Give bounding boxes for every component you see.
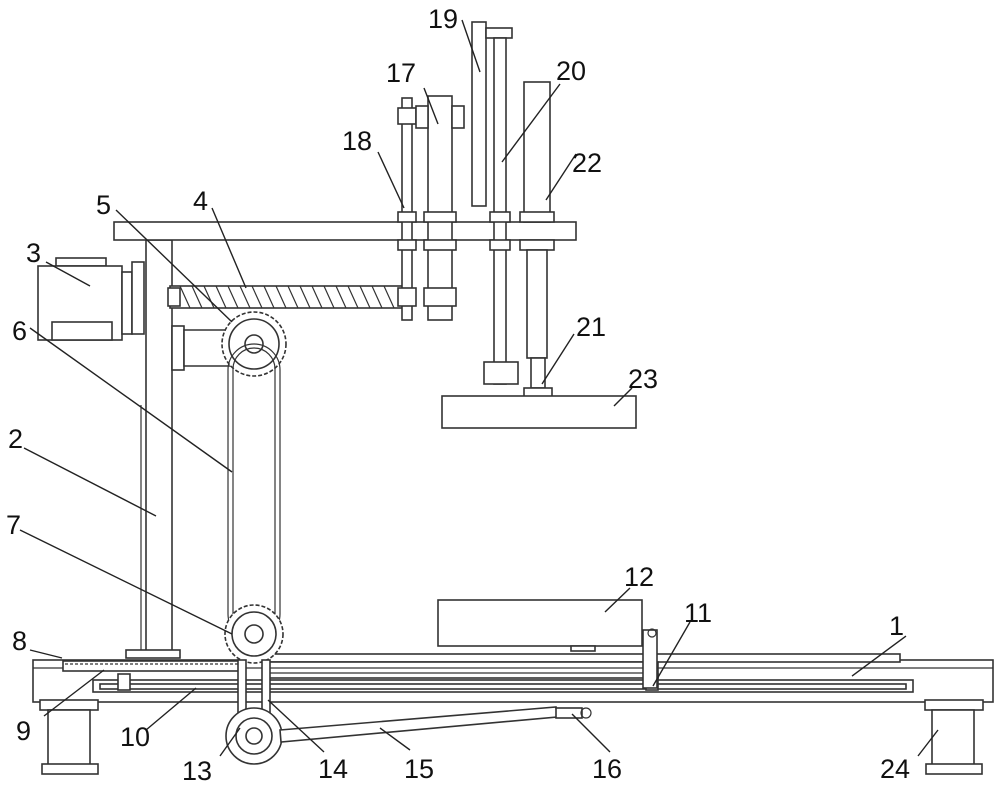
label-22: 22 bbox=[572, 148, 602, 178]
label-9: 9 bbox=[16, 716, 31, 746]
label-14: 14 bbox=[318, 754, 348, 784]
label-6: 6 bbox=[12, 316, 27, 346]
piston-rod-21 bbox=[523, 357, 553, 399]
label-11: 11 bbox=[684, 598, 712, 628]
support-leg-right bbox=[924, 699, 984, 775]
label-5: 5 bbox=[96, 190, 111, 220]
motor bbox=[37, 257, 145, 341]
spindle-shaft-17 bbox=[415, 95, 465, 321]
label-17: 17 bbox=[386, 58, 416, 88]
chain-belt bbox=[227, 343, 281, 641]
label-10: 10 bbox=[120, 722, 150, 752]
spindle-shaft-18 bbox=[397, 97, 417, 321]
label-15: 15 bbox=[404, 754, 434, 784]
label-23: 23 bbox=[628, 364, 658, 394]
label-2: 2 bbox=[8, 424, 23, 454]
label-13: 13 bbox=[182, 756, 212, 786]
cutter-disc-19 bbox=[471, 21, 513, 207]
label-4: 4 bbox=[193, 186, 208, 216]
label-18: 18 bbox=[342, 126, 372, 156]
label-1: 1 bbox=[889, 611, 904, 641]
label-20: 20 bbox=[556, 56, 586, 86]
label-7: 7 bbox=[6, 510, 21, 540]
rack-and-slide bbox=[62, 660, 914, 693]
support-leg-left bbox=[39, 699, 99, 775]
label-19: 19 bbox=[428, 4, 458, 34]
drive-wheel bbox=[225, 707, 283, 765]
label-21b: 21 bbox=[576, 312, 606, 342]
top-beam bbox=[113, 221, 577, 241]
slider-rods bbox=[267, 661, 659, 679]
label-12: 12 bbox=[624, 562, 654, 592]
hydraulic-cylinder bbox=[279, 706, 592, 743]
work-platform bbox=[437, 599, 658, 689]
leader-lines bbox=[19, 19, 939, 757]
label-24: 24 bbox=[880, 754, 910, 784]
vertical-column bbox=[125, 239, 181, 659]
lead-screw bbox=[167, 285, 407, 309]
label-16: 16 bbox=[592, 754, 622, 784]
press-plate-23 bbox=[441, 395, 637, 429]
guide-cylinder-22 bbox=[519, 81, 555, 359]
sprocket-lower bbox=[224, 604, 284, 664]
label-8: 8 bbox=[12, 626, 27, 656]
rod-20 bbox=[483, 37, 519, 385]
label-3: 3 bbox=[26, 238, 41, 268]
